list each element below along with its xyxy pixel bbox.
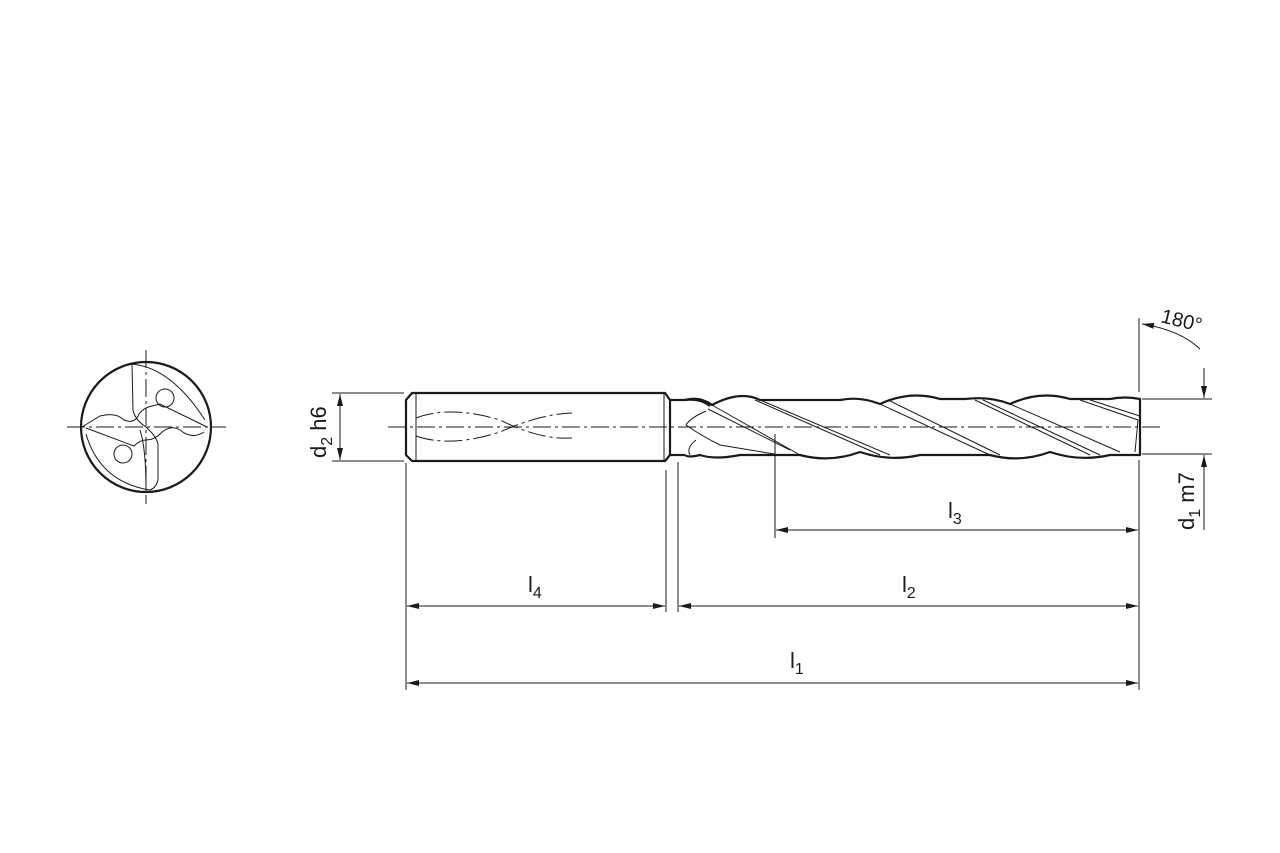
end-view-web [139, 429, 147, 491]
dimension-l3: l3 [776, 498, 1138, 533]
end-view-flute-3 [85, 427, 205, 447]
end-view-margin-2 [85, 433, 151, 491]
drill-shank [404, 391, 672, 463]
coolant-channel-2 [415, 412, 573, 442]
label-l2: l2 [902, 572, 916, 602]
end-view-margin-1 [129, 363, 206, 421]
label-angle: 180° [1159, 306, 1204, 337]
helix-flutes [685, 399, 1141, 456]
dimension-d2: d2 h6 [306, 392, 404, 462]
end-view-flute-2 [81, 403, 208, 428]
label-l4: l4 [528, 572, 542, 602]
coolant-channel-1 [415, 411, 573, 439]
coolant-hole-1 [155, 388, 175, 408]
label-d1: d1 m7 [1174, 472, 1204, 530]
end-view-flute-1 [131, 363, 159, 491]
dimension-d1: d1 m7 [1142, 368, 1212, 530]
label-d2: d2 h6 [306, 406, 336, 458]
drill-fluted-body [684, 394, 1142, 460]
dimension-l4: l4 [407, 572, 665, 609]
label-l1: l1 [790, 648, 804, 678]
dimension-l1: l1 [407, 648, 1138, 686]
coolant-hole-2 [113, 444, 133, 464]
label-l3: l3 [948, 498, 962, 528]
side-view: d2 h6 d1 m7 180° l3 l4 [306, 306, 1212, 690]
end-view [67, 350, 226, 504]
dimension-l2: l2 [679, 572, 1138, 609]
dimension-point-angle: 180° [1138, 306, 1204, 392]
